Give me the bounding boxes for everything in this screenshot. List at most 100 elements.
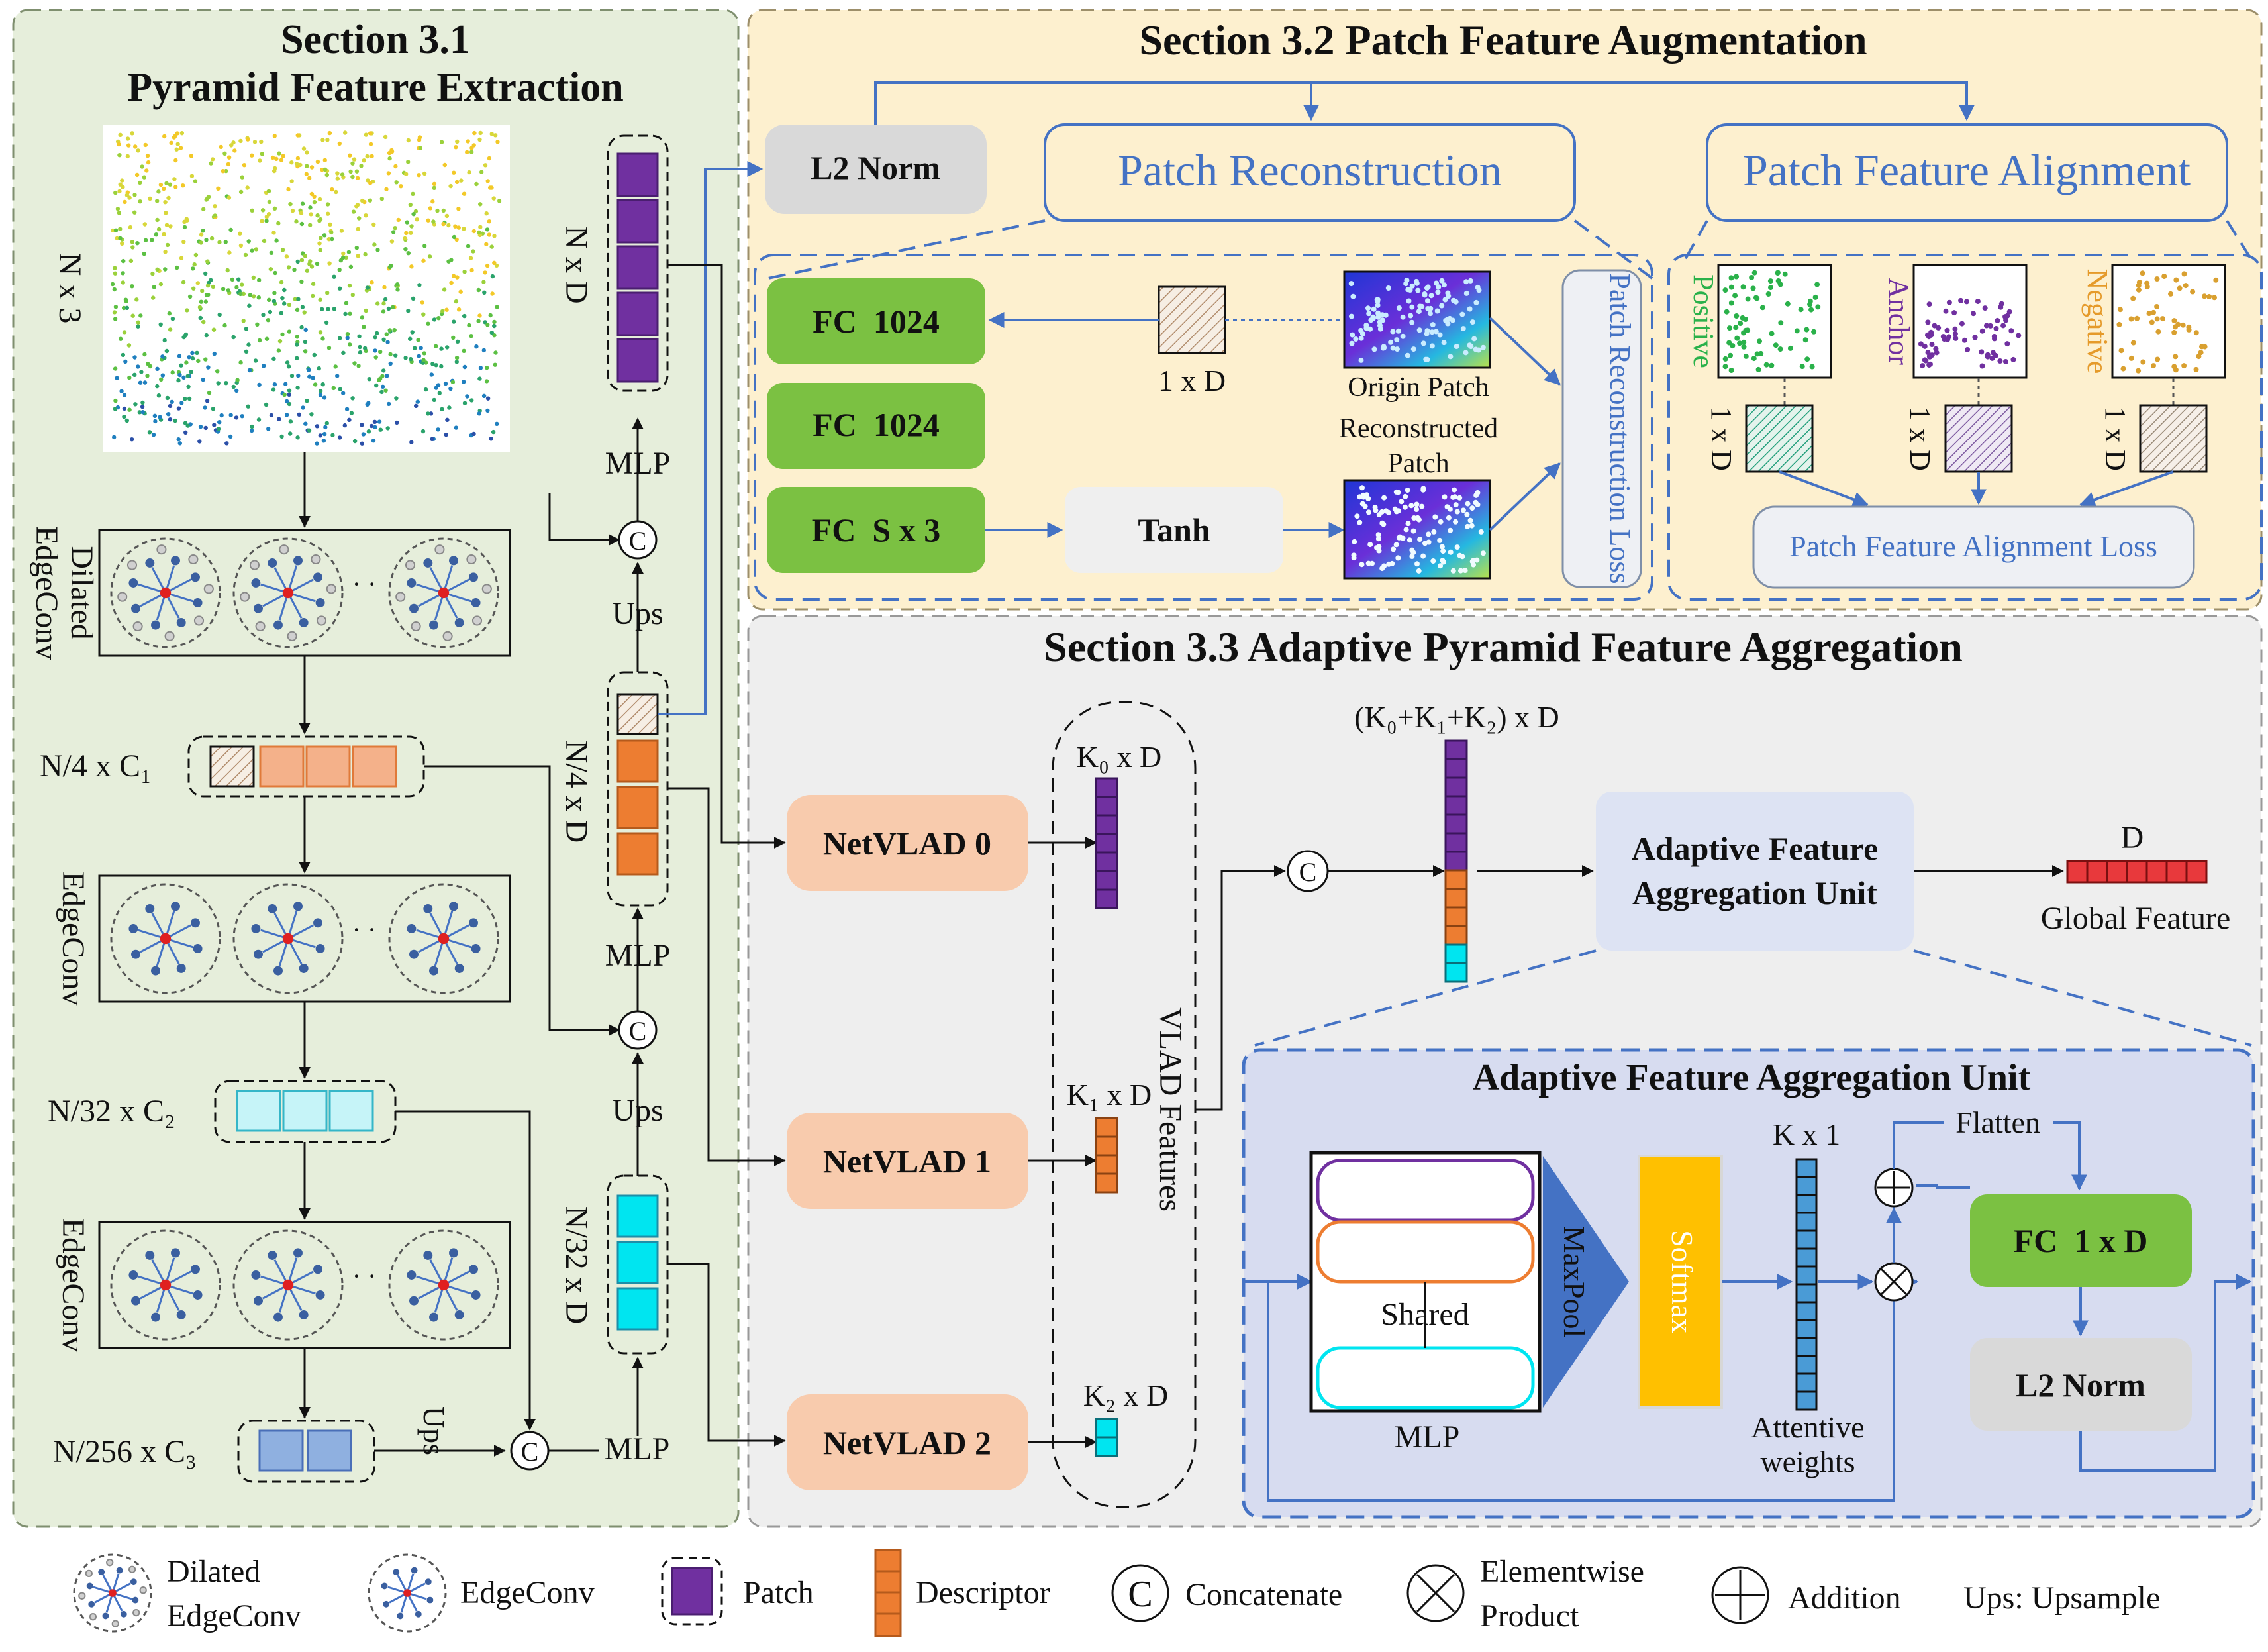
point-cloud-dot — [122, 414, 126, 419]
point-cloud-dot — [446, 223, 451, 228]
negative-dot — [2136, 368, 2142, 374]
point-cloud-dot — [394, 180, 399, 185]
point-cloud-dot — [491, 429, 496, 435]
edgeconv-neighbor — [424, 1578, 432, 1586]
point-cloud-dot — [387, 328, 392, 333]
edgeconv-neighbor — [471, 1290, 481, 1300]
point-cloud-dot — [411, 212, 416, 217]
reconstructed-patch-dot — [1440, 558, 1446, 564]
align-loss-box — [1752, 505, 2195, 589]
edgeconv-neighbor — [251, 924, 261, 933]
concat-dim-label: (K₀+K₁+K₂) x D — [1354, 700, 1559, 734]
reconstructed-patch-dot — [1372, 504, 1378, 510]
legend-concatenate-icon — [1111, 1564, 1169, 1622]
point-cloud-dot — [238, 138, 243, 144]
origin-patch-dot — [1437, 332, 1443, 338]
point-cloud-dot — [485, 408, 490, 413]
positive-dot — [1730, 343, 1736, 349]
negative-dot — [2175, 321, 2181, 327]
negative-dot — [2193, 330, 2199, 336]
l2norm-label-top: L2 Norm — [811, 149, 940, 186]
zoom-line — [1254, 949, 2252, 1047]
legend-patch-label: Patch — [743, 1575, 814, 1610]
point-cloud-dot — [430, 437, 434, 441]
point-cloud-dot — [421, 358, 426, 362]
origin-patch-dot — [1370, 314, 1376, 320]
product-symbol — [1880, 1268, 1908, 1296]
point-cloud-dot — [337, 336, 342, 340]
anchor-dot — [1946, 334, 1952, 340]
point-cloud-dot — [403, 247, 408, 252]
legend-elementwise-label-1: Elementwise — [1480, 1554, 1644, 1589]
reconstructed-patch-dot — [1406, 537, 1412, 543]
reconstruction-detail-panel — [754, 254, 1653, 601]
point-cloud-dot — [140, 404, 145, 409]
origin-patch-dot — [1365, 305, 1371, 311]
point-cloud-dot — [497, 199, 502, 203]
origin-patch-dot — [1471, 336, 1477, 342]
edgeconv-neighbor — [293, 556, 303, 566]
edgeconv-ring — [232, 1229, 344, 1341]
input-dim-label: N x 3 — [52, 253, 87, 324]
negative-dot — [2181, 271, 2187, 277]
point-cloud-dot — [467, 170, 471, 175]
point-cloud-dot — [295, 435, 300, 440]
reconstructed-patch-dot — [1426, 539, 1432, 545]
edgeconv-neighbor — [313, 572, 322, 582]
reconstructed-patch-dot — [1403, 527, 1409, 533]
origin-patch-dot — [1463, 350, 1469, 356]
reconstructed-patch-dot — [1352, 539, 1357, 544]
anchor-dot — [1932, 323, 1938, 329]
point-cloud-dot — [492, 319, 497, 325]
point-cloud-dot — [133, 144, 138, 149]
point-cloud-dot — [282, 287, 287, 293]
edgeconv-neighbor — [423, 904, 433, 913]
point-cloud-dot — [130, 245, 135, 250]
point-cloud-dot — [330, 433, 335, 437]
reconstructed-patch-dot — [1375, 532, 1381, 538]
positive-patch-image — [1717, 264, 1832, 379]
edgeconv-skipped-point — [249, 560, 260, 570]
point-cloud-dot — [299, 279, 304, 284]
point-cloud-dot — [132, 355, 137, 360]
point-cloud-dot — [377, 419, 382, 424]
legend-dilated-label-1: Dilated — [167, 1554, 260, 1589]
to-align-loss-arrow — [1779, 470, 1869, 507]
point-cloud-dot — [462, 401, 468, 405]
global-feature-cell — [2145, 860, 2168, 884]
edgeconv-skipped-point — [434, 544, 445, 555]
positive-dot — [1799, 364, 1805, 370]
point-cloud-dot — [175, 142, 180, 146]
patch-to-l2norm-line — [658, 161, 764, 715]
point-cloud-dot — [363, 346, 368, 350]
point-cloud-dot — [119, 389, 124, 393]
point-cloud-dot — [403, 236, 407, 241]
n4d-patch-cell — [616, 693, 659, 735]
attentive-weight-cell — [1795, 1372, 1818, 1393]
negative-dot — [2155, 356, 2161, 362]
point-cloud-dot — [142, 175, 146, 180]
anchor-dot — [1985, 352, 1991, 358]
negative-dot — [2128, 355, 2134, 361]
reconstructed-patch-dot — [1391, 546, 1397, 552]
reconstructed-patch-dot — [1393, 542, 1399, 548]
point-cloud-dot — [198, 315, 203, 321]
edgeconv-neighbor — [131, 603, 140, 613]
edgeconv-neighbor — [454, 618, 464, 627]
mlp-label-bottom: MLP — [605, 1431, 670, 1467]
reconstructed-patch-dot — [1453, 519, 1459, 525]
point-cloud-dot — [279, 280, 284, 285]
concat-descriptor-cell — [1444, 906, 1468, 927]
point-cloud-dot — [136, 148, 140, 153]
edgeconv-neighbor — [407, 578, 417, 588]
point-cloud-dot — [144, 168, 149, 173]
origin-patch-dot — [1371, 306, 1377, 312]
point-cloud-dot — [162, 134, 167, 139]
point-cloud-dot — [117, 142, 121, 147]
point-cloud-dot — [211, 327, 217, 332]
point-cloud-dot — [364, 308, 368, 313]
point-cloud-dot — [121, 280, 125, 285]
point-cloud-dot — [296, 297, 301, 301]
point-cloud-dot — [219, 144, 223, 150]
afau-detail-title: Adaptive Feature Aggregation Unit — [1473, 1057, 2031, 1098]
